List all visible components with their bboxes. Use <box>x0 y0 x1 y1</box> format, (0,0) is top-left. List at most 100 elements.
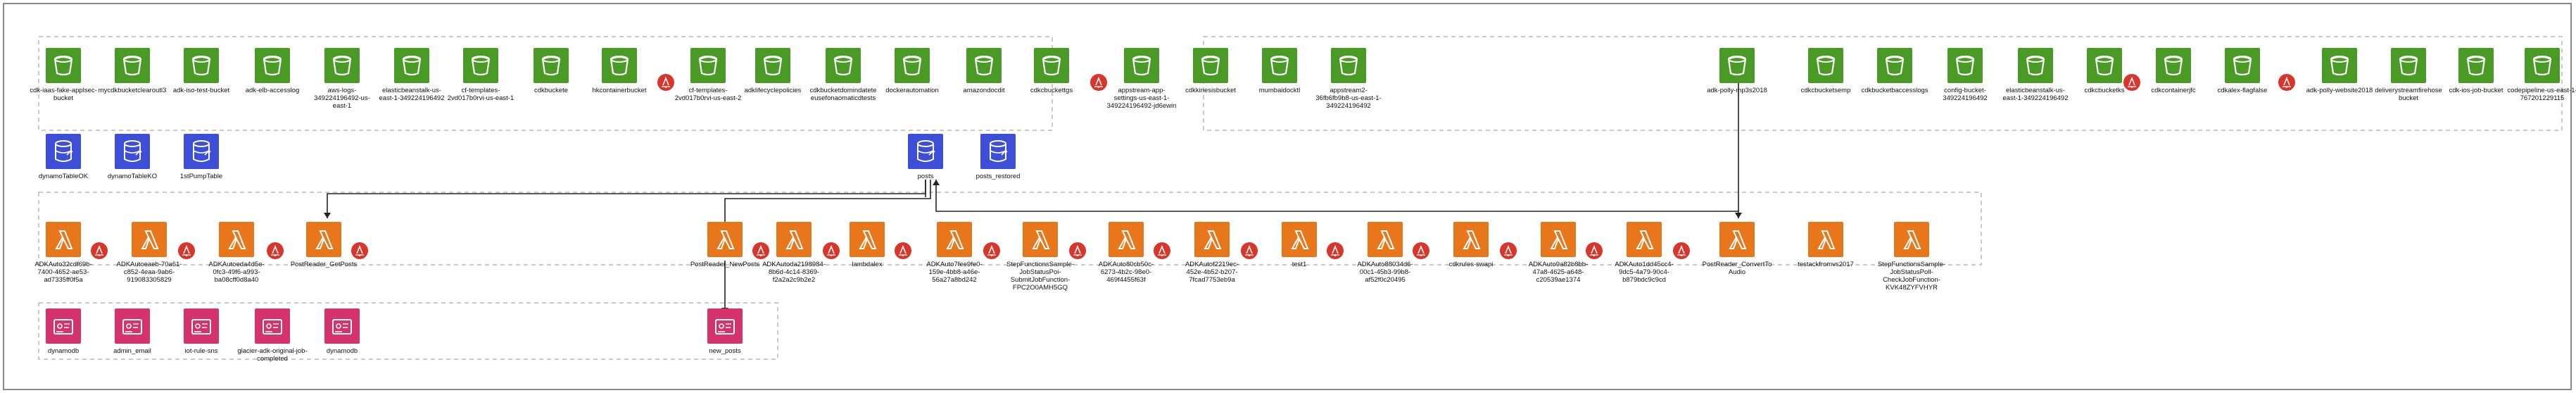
group-lambda <box>38 192 1982 266</box>
edges <box>327 70 1739 313</box>
lambda-function-icon <box>1282 222 1317 257</box>
lambda-function-icon <box>1627 222 1662 257</box>
s3-bucket-label: mumbaidocktl <box>1258 87 1301 94</box>
warning-alert-icon[interactable] <box>1090 73 1108 92</box>
warning-alert-icon[interactable] <box>351 242 369 260</box>
s3-bucket-label: cdk-ios-job-bucket <box>2449 87 2504 94</box>
dynamodb-table-label: dynamoTableOK <box>38 173 89 180</box>
warning-alert-icon[interactable] <box>266 242 284 260</box>
iam-role-icon <box>184 308 219 344</box>
s3-bucket-icon <box>602 48 637 83</box>
s3-bucket-label: cdkcbucketsemp <box>1800 87 1851 94</box>
s3-bucket-icon <box>255 48 290 83</box>
warning-alert-icon[interactable] <box>90 242 108 260</box>
iam-role-label: glacier-adk-original-job-completed <box>237 347 308 363</box>
s3-bucket-label: hkcontainerbucket <box>592 87 647 94</box>
warning-alert-icon[interactable] <box>1499 242 1517 260</box>
s3-bucket-icon <box>1331 48 1366 83</box>
warning-alert-icon[interactable] <box>177 242 196 260</box>
s3-bucket-icon <box>2156 48 2191 83</box>
s3-bucket-label: deliverystreamfirehosebucket <box>2375 87 2442 102</box>
iam-role-icon <box>324 308 360 344</box>
s3-bucket-icon <box>1193 48 1228 83</box>
warning-alert-icon[interactable] <box>2123 73 2141 92</box>
warning-alert-icon[interactable] <box>1412 242 1430 260</box>
lambda-function-label: ADKAuto80cb50c-6273-4b2c-98e0-469f4455f6… <box>1098 261 1154 284</box>
warning-alert-icon[interactable] <box>983 242 1001 260</box>
lambda-function-icon <box>1023 222 1058 257</box>
s3-bucket-icon <box>2018 48 2053 83</box>
lambda-function-icon <box>1368 222 1403 257</box>
lambda-function-icon <box>937 222 972 257</box>
lambda-function-icon <box>219 222 254 257</box>
s3-bucket-icon <box>324 48 360 83</box>
s3-bucket-label: cdkalex-flagfalse <box>2217 87 2268 94</box>
iam-role-label: new_posts <box>709 347 741 355</box>
lambda-function-icon <box>776 222 812 257</box>
lambda-function-label: StepFunctionsSample-JobStatusPoll-CheckJ… <box>1877 261 1946 292</box>
lambda-function-label: ADKAutoeda4d5e-0fc3-49f6-a993-ba08cff0d8… <box>208 261 265 284</box>
s3-bucket-label: config-bucket-349224196492 <box>1943 87 1988 102</box>
iam-role-label: iot-rule-sns <box>184 347 218 355</box>
group-iam <box>38 302 778 360</box>
s3-bucket-icon <box>755 48 790 83</box>
s3-bucket-label: aws-logs-349224196492-us-east-1 <box>314 87 370 110</box>
warning-alert-icon[interactable] <box>894 242 912 260</box>
lambda-function-icon <box>1808 222 1843 257</box>
lambda-function-label: PostReader_ConvertToAudio <box>1702 261 1772 276</box>
iam-role-label: admin_email <box>113 347 151 355</box>
s3-bucket-icon <box>2322 48 2357 83</box>
dynamodb-table-icon <box>908 134 943 169</box>
lambda-function-icon <box>1719 222 1755 257</box>
warning-alert-icon[interactable] <box>1326 242 1344 260</box>
warning-alert-icon[interactable] <box>1672 242 1691 260</box>
s3-bucket-icon <box>826 48 861 83</box>
diagram-frame <box>3 3 2572 390</box>
s3-bucket-icon <box>1262 48 1297 83</box>
s3-bucket-label: mycdkbucketclearoutl3 <box>98 87 167 94</box>
s3-bucket-icon <box>2391 48 2426 83</box>
lambda-function-icon <box>132 222 167 257</box>
warning-alert-icon[interactable] <box>1068 242 1087 260</box>
warning-alert-icon[interactable] <box>1585 242 1603 260</box>
s3-bucket-icon <box>2225 48 2260 83</box>
warning-alert-icon[interactable] <box>822 242 840 260</box>
s3-bucket-icon <box>115 48 150 83</box>
lambda-function-label: ADKAuto9a82b8bb-47a8-4625-a648-c20539ae1… <box>1528 261 1589 284</box>
s3-bucket-icon <box>533 48 569 83</box>
s3-bucket-icon <box>1877 48 1912 83</box>
s3-bucket-label: codepipeline-us-east-1-767201229115 <box>2507 87 2576 102</box>
edge-convert-posts <box>935 180 1738 212</box>
lambda-function-icon <box>1894 222 1929 257</box>
s3-bucket-label: amazondocdit <box>963 87 1005 94</box>
lambda-function-icon <box>1109 222 1144 257</box>
s3-bucket-label: dockerautomation <box>885 87 939 94</box>
lambda-function-label: ADKAutof2219ec-452e-4b52-b207-7fcad7753e… <box>1185 261 1239 284</box>
s3-bucket-label: cdkcontainerjfc <box>2151 87 2196 94</box>
s3-bucket-label: adk-polly-mp3s2018 <box>1707 87 1767 94</box>
dynamodb-table-icon <box>980 134 1016 169</box>
s3-bucket-label: cdk-iaas-fake-applsec-bucket <box>30 87 97 102</box>
lambda-function-label: ADKAuto32cdf69b-7400-4652-ae53-ad7335ff0… <box>34 261 92 284</box>
warning-alert-icon[interactable] <box>1240 242 1258 260</box>
lambda-function-label: ADKAuto88034d6-00c1-45b3-99b8-af52f0c204… <box>1357 261 1413 284</box>
warning-alert-icon[interactable] <box>752 242 770 260</box>
warning-alert-icon[interactable] <box>2278 73 2296 92</box>
s3-bucket-label: cf-templates-2vd017b0rvi-us-east-1 <box>447 87 514 102</box>
s3-bucket-icon <box>1808 48 1843 83</box>
dynamodb-table-label: posts_restored <box>976 173 1021 180</box>
lambda-function-icon <box>850 222 885 257</box>
group-boxes <box>38 36 2563 360</box>
warning-alert-icon[interactable] <box>1153 242 1171 260</box>
s3-bucket-label: cf-templates-2vd017b0rvi-us-east-2 <box>674 87 742 102</box>
s3-bucket-label: elasticbeanstalk-us-east-1-349224196492 <box>2002 87 2069 102</box>
lambda-function-label: ADKAuto1dd45cc4-9dc5-4a79-90c4-b879bdc9c… <box>1615 261 1674 284</box>
s3-bucket-label: appstream2-36fb6fb9b8-us-east-1-34922419… <box>1315 87 1382 110</box>
s3-bucket-icon <box>463 48 498 83</box>
s3-bucket-label: adk-elb-accesslog <box>245 87 300 94</box>
s3-bucket-label: cdkbucketdomindatete eusefonaomaticdtest… <box>809 87 877 102</box>
warning-alert-icon[interactable] <box>657 73 675 92</box>
lambda-function-label: lambdalex <box>852 261 883 268</box>
s3-bucket-label: cdkcbuckettgs <box>1030 87 1073 94</box>
lambda-function-icon <box>1453 222 1489 257</box>
